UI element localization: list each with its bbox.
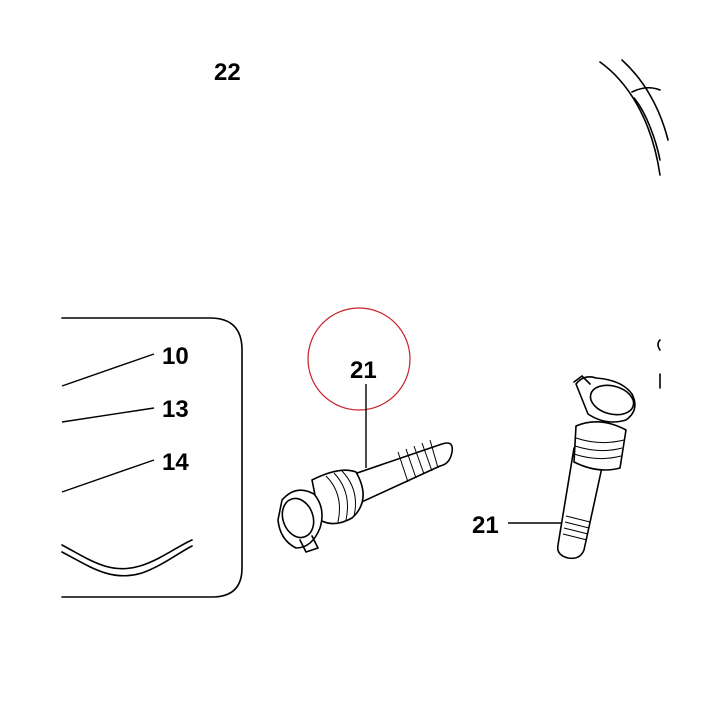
partial-component-top-right [599, 59, 669, 176]
leader-13 [61, 407, 155, 423]
cropped-label-fragments [657, 339, 661, 389]
callout-21-center: 21 [350, 357, 377, 384]
ignition-coil-right [556, 375, 636, 560]
callout-21-right: 21 [472, 512, 499, 539]
leader-10 [61, 353, 155, 387]
ignition-coil-center [277, 439, 454, 553]
callout-22: 22 [214, 59, 241, 86]
callout-14: 14 [162, 449, 189, 476]
callout-13: 13 [162, 396, 189, 423]
callout-10: 10 [162, 343, 189, 370]
leader-14 [61, 459, 155, 493]
partial-component-left-housing [61, 317, 243, 598]
highlight-circle [307, 307, 411, 411]
